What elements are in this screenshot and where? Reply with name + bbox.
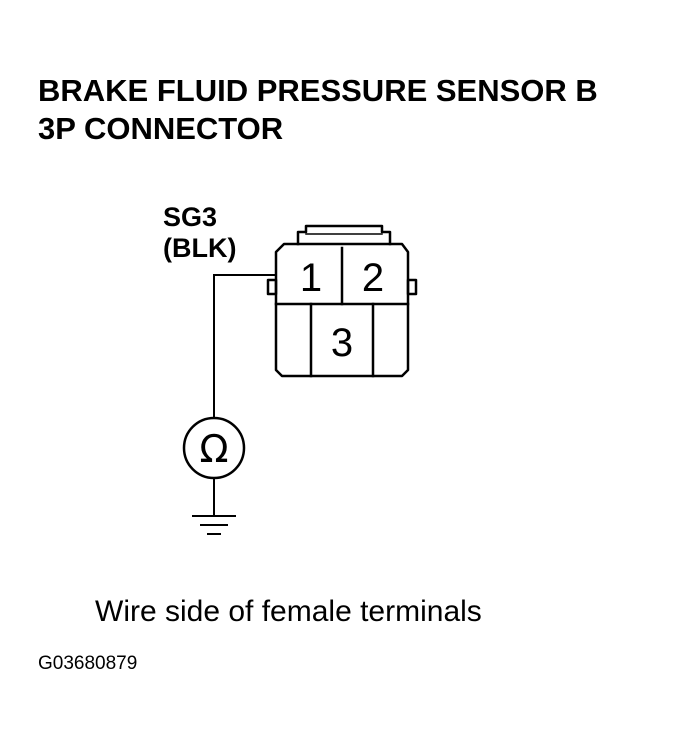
figure-id: G03680879 bbox=[38, 653, 138, 674]
diagram-title: BRAKE FLUID PRESSURE SENSOR B 3P CONNECT… bbox=[38, 72, 598, 148]
connector-left-tab bbox=[266, 278, 278, 296]
ohm-symbol: Ω bbox=[199, 427, 228, 471]
ohmmeter-icon: Ω bbox=[182, 416, 246, 480]
wire-color-code: (BLK) bbox=[163, 233, 237, 263]
pin-1-label: 1 bbox=[300, 256, 322, 300]
test-lead-wire bbox=[213, 274, 276, 418]
title-line-1: BRAKE FLUID PRESSURE SENSOR B bbox=[38, 73, 598, 108]
wire-signal-name: SG3 bbox=[163, 202, 218, 232]
connector-right-tab bbox=[406, 278, 418, 296]
title-line-2: 3P CONNECTOR bbox=[38, 111, 284, 146]
pin-3-label: 3 bbox=[331, 321, 353, 365]
wire-label: SG3 (BLK) bbox=[163, 202, 236, 264]
pin-2-label: 2 bbox=[362, 256, 384, 300]
ground-icon bbox=[192, 515, 236, 535]
diagram-caption: Wire side of female terminals bbox=[95, 595, 482, 628]
connector-latch bbox=[296, 224, 392, 246]
